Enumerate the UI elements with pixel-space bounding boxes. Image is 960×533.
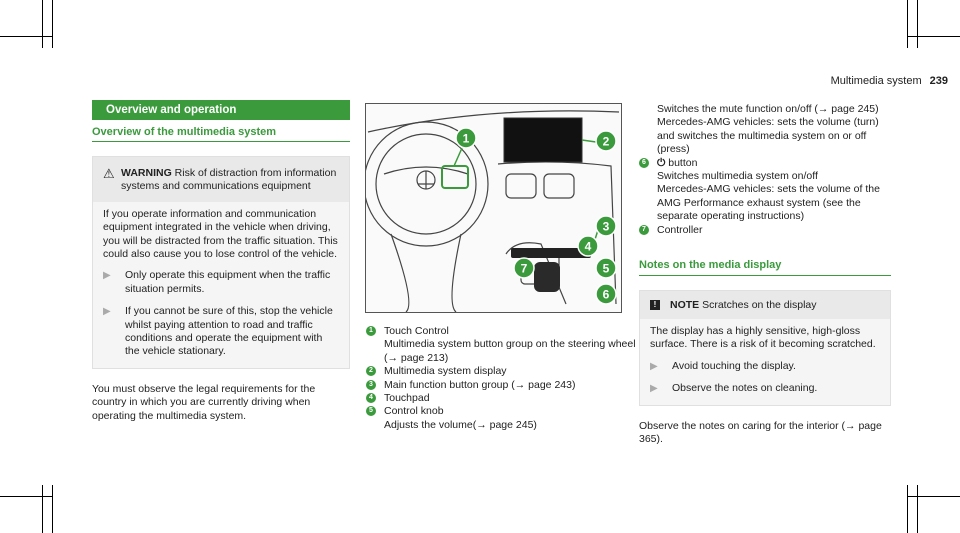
legend-item: 6⏻ button — [639, 157, 891, 170]
legend-item-desc: Switches multimedia system on/off — [657, 170, 818, 183]
page-header: Multimedia system 239 — [688, 75, 948, 87]
callout-5: 5 — [603, 262, 610, 276]
note-header: ! NOTE Scratches on the display — [640, 291, 890, 319]
crop-mark — [907, 496, 960, 497]
crop-mark — [0, 36, 52, 37]
warning-body: If you operate information and communica… — [103, 207, 338, 261]
legend-item-desc: Mercedes-AMG vehicles: sets the volume o… — [657, 183, 880, 223]
crop-mark — [52, 0, 53, 48]
callout-7: 7 — [521, 262, 528, 276]
note-bullet: ▶Avoid touching the display. — [650, 359, 796, 372]
crop-mark — [52, 485, 53, 533]
warning-bullet: ▶If you cannot be sure of this, stop the… — [103, 305, 333, 358]
legend-item-desc: Multimedia system button group on the st… — [384, 338, 636, 364]
crop-mark — [917, 485, 918, 533]
callout-3: 3 — [603, 220, 610, 234]
arrow-icon: ▶ — [650, 360, 658, 372]
callout-4: 4 — [585, 240, 592, 254]
left-column: Overview and operation Overview of the m… — [92, 100, 350, 423]
callout-markers: 1 2 3 4 5 6 7 — [455, 127, 617, 305]
crop-mark — [907, 0, 908, 48]
section-banner: Overview and operation — [92, 100, 350, 120]
arrow-icon: ▶ — [650, 383, 658, 395]
power-icon: ⏻ — [657, 156, 666, 169]
legend-item-desc: Adjusts the volume(→ page 245) — [384, 418, 537, 431]
warning-triangle-icon: ⚠ — [103, 166, 115, 181]
legend-item-desc: Mercedes-AMG vehicles: sets the volume (… — [657, 116, 879, 156]
body-paragraph: You must observe the legal requirements … — [92, 382, 316, 422]
callout-2: 2 — [603, 135, 610, 149]
note-icon: ! — [650, 300, 660, 311]
section-subheading: Notes on the media display — [639, 259, 891, 277]
crop-mark — [42, 0, 43, 48]
callout-6: 6 — [603, 288, 610, 302]
legend-item-desc: Switches the mute function on/off (→ pag… — [657, 103, 879, 115]
crop-mark — [917, 0, 918, 48]
cockpit-figure: 1 2 3 4 5 6 7 — [365, 103, 622, 313]
crop-mark — [42, 485, 43, 533]
warning-bullet: ▶Only operate this equipment when the tr… — [103, 269, 331, 295]
warning-box: ⚠ WARNING Risk of distraction from infor… — [92, 156, 350, 369]
body-paragraph: Observe the notes on caring for the inte… — [639, 419, 882, 445]
crop-mark — [907, 36, 960, 37]
page-number: 239 — [929, 75, 948, 87]
note-body: The display has a highly sensitive, high… — [650, 324, 876, 351]
cockpit-illustration: 1 2 3 4 5 6 7 — [366, 110, 620, 312]
warning-header: ⚠ WARNING Risk of distraction from infor… — [93, 157, 349, 202]
section-title: Multimedia system — [830, 75, 922, 87]
crop-mark — [0, 496, 52, 497]
note-bullet: ▶Observe the notes on cleaning. — [650, 382, 818, 395]
warning-heading: WARNING Risk of distraction from informa… — [121, 167, 337, 193]
crop-mark — [907, 485, 908, 533]
callout-1: 1 — [463, 132, 470, 146]
note-box: ! NOTE Scratches on the display The disp… — [639, 290, 891, 406]
section-subheading: Overview of the multimedia system — [92, 126, 350, 142]
arrow-icon: ▶ — [103, 270, 111, 282]
arrow-icon: ▶ — [103, 306, 111, 318]
right-column: Switches the mute function on/off (→ pag… — [639, 103, 891, 446]
